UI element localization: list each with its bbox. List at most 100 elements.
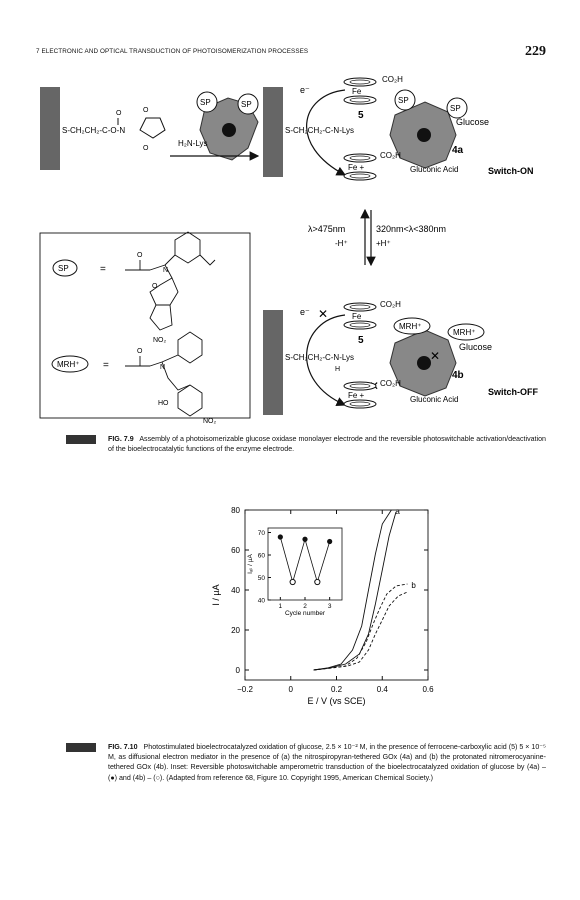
y-axis-label: I / µA [211, 584, 221, 605]
sp-label-left-2: SP [241, 100, 252, 109]
sp-carbonyl-o: O [137, 252, 143, 259]
electron-bottom: e⁻ [300, 307, 310, 317]
inset-y-label: Iₐₜ / µA [247, 554, 254, 574]
electron-top: e⁻ [300, 85, 310, 95]
sp-label-top-2: SP [450, 104, 461, 113]
caption-bar [66, 743, 96, 752]
sp-badge-left-2 [237, 93, 259, 115]
mrh-label-bottom-2: MRH⁺ [453, 328, 475, 337]
sp-no2: NO₂ [153, 337, 167, 344]
caption-bar [66, 435, 96, 444]
co2h-bottom-1: CO₂H [380, 300, 401, 309]
sp-label-top-1: SP [398, 96, 409, 105]
sp-legend-label: SP [58, 264, 69, 273]
electrode-left [40, 87, 60, 170]
linker-bottom-h: H [335, 366, 340, 373]
sp-n-atom: N [163, 267, 168, 274]
sp-badge-top-2 [446, 97, 468, 119]
enzyme-left-core [222, 123, 236, 137]
mrh-legend-badge [51, 355, 89, 373]
succinimide-o-top: O [143, 107, 149, 114]
inset-point-4b [314, 578, 321, 586]
block-mark-2: ✕ [430, 349, 440, 363]
inset-point-4a [277, 534, 283, 540]
inset-y-tick-label: 70 [258, 530, 266, 537]
x-axis-label: E / V (vs SCE) [307, 696, 365, 706]
sp-badge-top-1 [394, 89, 416, 111]
mrh-ho: HO [158, 400, 169, 407]
linker-bottom: S-CH₂CH₂-C-N-Lys [285, 353, 354, 362]
fe-top: Fe [352, 87, 362, 96]
mrh-badge-bottom-1 [393, 317, 431, 335]
mrh-no2: NO₂ [203, 418, 217, 425]
spiropyran-structure [125, 231, 216, 331]
inset-y-tick-label: 50 [258, 575, 266, 582]
glucose-bottom: Glucose [459, 342, 492, 352]
x-tick-label: 0.2 [331, 685, 343, 694]
cycle-arc-top [306, 89, 347, 176]
lambda-visible: λ>475nm [308, 224, 345, 234]
gluconic-acid-top: Gluconic Acid [410, 165, 458, 174]
glucose-top: Glucose [456, 117, 489, 127]
electrode-top-right [263, 87, 283, 177]
inset-y-tick-label: 40 [258, 598, 266, 605]
mrh-badge-bottom-2 [447, 323, 485, 341]
state-4a: 4a [452, 145, 464, 156]
co2h-bottom-2: CO₂H [380, 379, 401, 388]
figure-7-9-caption: FIG. 7.9 Assembly of a photoisomerizable… [66, 434, 546, 458]
inset-x-tick-label: 1 [279, 603, 283, 610]
block-mark-1: ✕ [318, 307, 328, 321]
sp-ring-o: O [152, 283, 158, 290]
mediator-5-bottom: 5 [358, 335, 364, 346]
h2n-lys-label: H₂N-Lys [178, 139, 207, 148]
linker-top: S-CH₂CH₂-C-N-Lys [285, 126, 354, 135]
lambda-uv: 320nm<λ<380nm [376, 224, 446, 234]
inset-y-tick-label: 60 [258, 553, 266, 560]
inset-point-4a [302, 536, 308, 542]
fe-plus-bottom: Fe + [348, 391, 365, 400]
carbonyl-o-left: O [116, 110, 122, 117]
y-tick-label: 0 [236, 666, 241, 675]
co2h-top-2: CO₂H [380, 151, 401, 160]
fe-bottom: Fe [352, 312, 362, 321]
series-label-b: b [411, 581, 416, 590]
figure-7-10-caption: FIG. 7.10 Photostimulated bioelectrocata… [66, 742, 546, 822]
series-line-a [313, 511, 397, 671]
linker-left: S-CH₂CH₂-C-O-N [62, 126, 125, 135]
succinimide-o-bottom: O [143, 145, 149, 152]
x-tick-label: 0 [289, 685, 294, 694]
gluconic-acid-bottom: Gluconic Acid [410, 395, 458, 404]
co2h-top-1: CO₂H [382, 75, 403, 84]
series-line-b [313, 591, 408, 671]
figure-7-9-scheme: S-CH₂CH₂-C-O-N O O O SP SP H₂N-Lys S-CH₂… [39, 75, 538, 425]
caption-text: Assembly of a photoisomerizable glucose … [108, 435, 546, 454]
merocyanine-structure [125, 331, 203, 417]
running-title: 7 ELECTRONIC AND OPTICAL TRANSDUCTION OF… [36, 48, 309, 55]
minus-h-plus: -H⁺ [335, 239, 348, 248]
mrh-carbonyl-o: O [137, 348, 143, 355]
caption-label: FIG. 7.9 [108, 435, 134, 443]
sp-legend-badge [52, 259, 78, 277]
caption-label: FIG. 7.10 [108, 743, 138, 751]
inset-x-label: Cycle number [285, 610, 326, 617]
equals-mrh: = [103, 360, 109, 371]
inset-x-tick-label: 3 [328, 603, 332, 610]
state-4b: 4b [452, 370, 464, 381]
y-tick-label: 60 [231, 546, 240, 555]
succinimide-ring [139, 117, 166, 139]
structure-legend-box [39, 232, 251, 419]
mrh-n-atom: N [160, 364, 165, 371]
inset-x-tick-label: 2 [303, 603, 307, 610]
sp-badge-left-1 [196, 91, 218, 113]
series-line-a [313, 509, 392, 671]
mediator-5-top: 5 [358, 110, 364, 121]
caption-text: Photostimulated bioelectrocatalyzed oxid… [108, 743, 546, 782]
series-label-a: a [395, 507, 400, 516]
electrode-bottom-right [263, 310, 283, 415]
enzyme-bottom-right-core [417, 356, 431, 370]
y-tick-label: 80 [231, 506, 240, 515]
x-tick-label: −0.2 [237, 685, 253, 694]
y-tick-label: 40 [231, 586, 240, 595]
switch-on-label: Switch-ON [488, 166, 534, 176]
equals-sp: = [100, 264, 106, 275]
